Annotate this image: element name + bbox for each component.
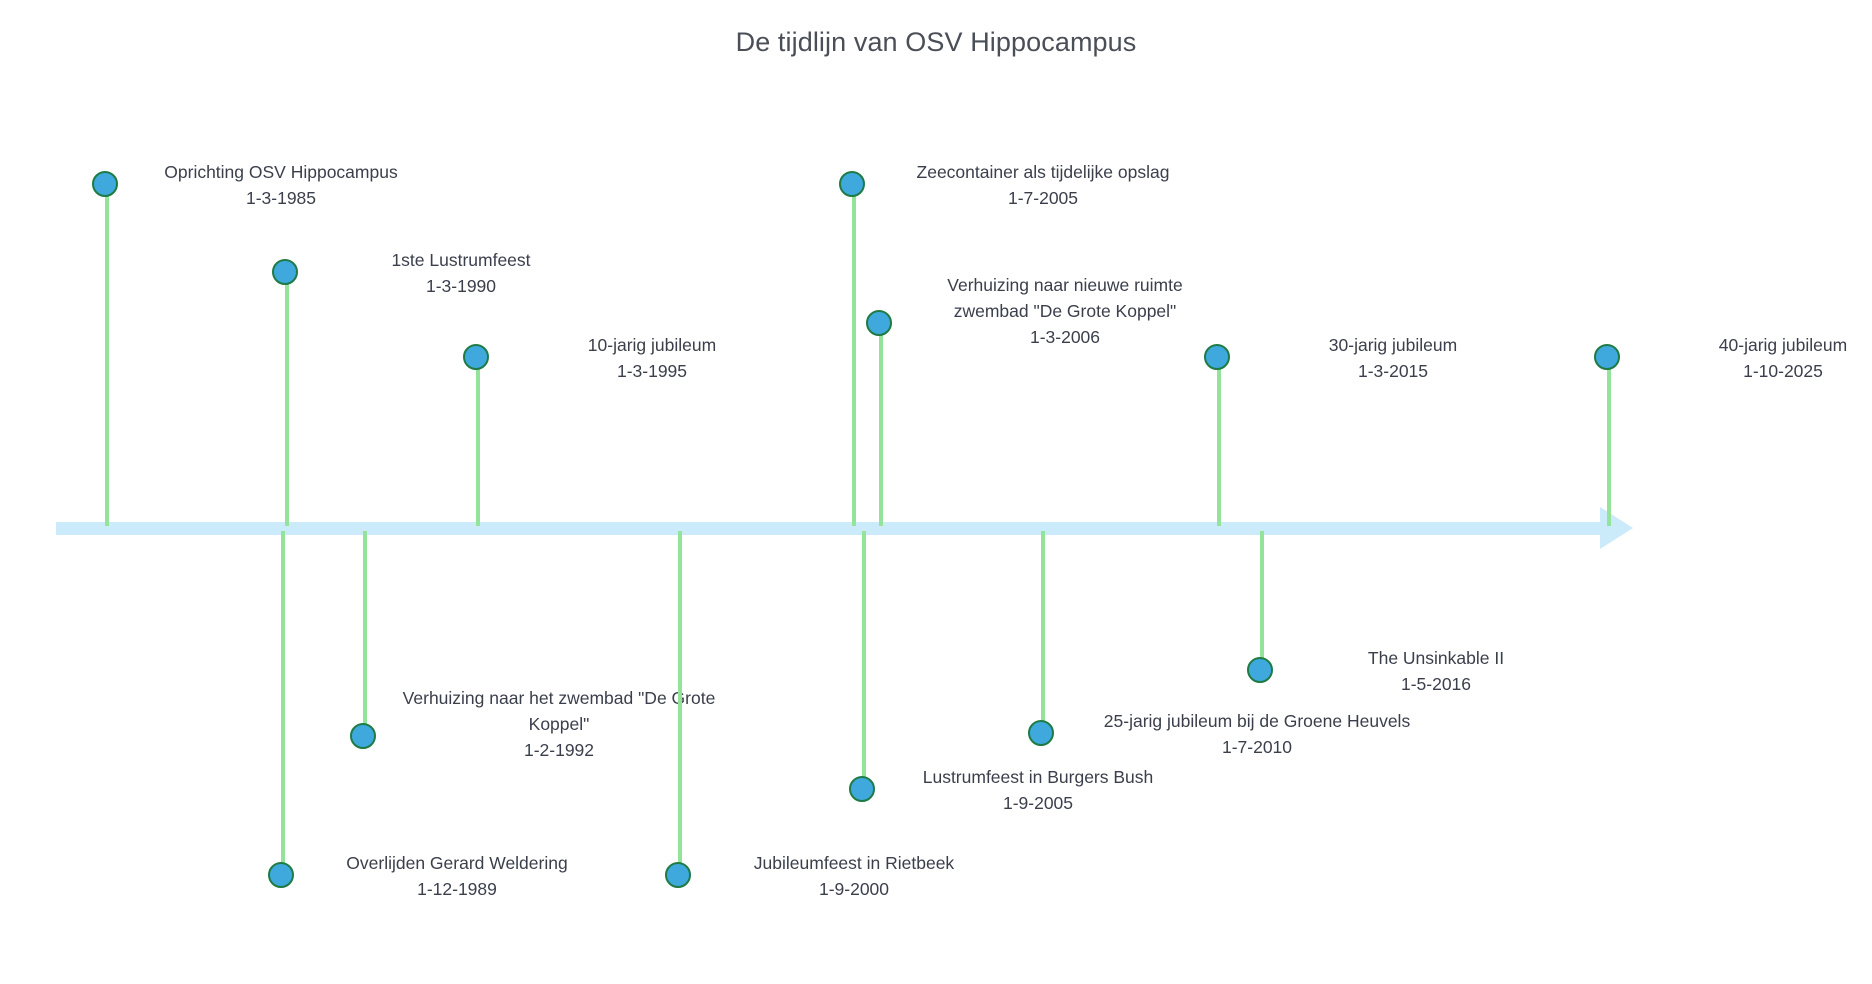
- event-stem: [281, 531, 285, 875]
- event-stem: [852, 184, 856, 526]
- event-date: 1-3-2015: [1357, 361, 1429, 381]
- event-date: 1-2-1992: [523, 740, 595, 760]
- event-title: 1ste Lustrumfeest: [391, 250, 531, 270]
- event-title: Verhuizing naar het zwembad "De Grote: [402, 688, 716, 708]
- event-title: The Unsinkable II: [1367, 648, 1505, 668]
- event-marker-dot-icon[interactable]: [268, 862, 294, 888]
- event-marker-dot-icon[interactable]: [463, 344, 489, 370]
- event-stem: [879, 323, 883, 526]
- event-marker-dot-icon[interactable]: [866, 310, 892, 336]
- event-title: 25-jarig jubileum bij de Groene Heuvels: [1103, 711, 1411, 731]
- event-stem: [1260, 531, 1264, 670]
- event-title: Lustrumfeest in Burgers Bush: [922, 767, 1154, 787]
- event-marker-dot-icon[interactable]: [1028, 720, 1054, 746]
- event-label: Overlijden Gerard Weldering 1-12-1989: [307, 850, 607, 902]
- event-date: 1-3-2006: [1029, 327, 1101, 347]
- event-marker-dot-icon[interactable]: [849, 776, 875, 802]
- event-stem: [678, 531, 682, 875]
- event-date: 1-3-1990: [425, 276, 497, 296]
- event-label: 10-jarig jubileum 1-3-1995: [502, 332, 802, 384]
- timeline-axis: [56, 522, 1611, 535]
- event-stem: [862, 531, 866, 789]
- chart-title: De tijdlijn van OSV Hippocampus: [735, 27, 1137, 57]
- event-marker-dot-icon[interactable]: [350, 723, 376, 749]
- event-title: zwembad "De Grote Koppel": [953, 301, 1177, 321]
- event-stem: [285, 272, 289, 526]
- event-title: Oprichting OSV Hippocampus: [164, 162, 398, 182]
- event-label: The Unsinkable II 1-5-2016: [1286, 645, 1586, 697]
- event-label: 25-jarig jubileum bij de Groene Heuvels 1…: [1067, 708, 1447, 760]
- event-date: 1-5-2016: [1400, 674, 1472, 694]
- event-title: Koppel": [528, 714, 590, 734]
- event-marker-dot-icon[interactable]: [1204, 344, 1230, 370]
- event-title: 40-jarig jubileum: [1718, 335, 1848, 355]
- event-marker-dot-icon[interactable]: [839, 171, 865, 197]
- event-label: 40-jarig jubileum 1-10-2025: [1633, 332, 1872, 384]
- event-title: Overlijden Gerard Weldering: [346, 853, 568, 873]
- event-stem: [476, 357, 480, 526]
- event-label: Oprichting OSV Hippocampus 1-3-1985: [131, 159, 431, 211]
- event-marker-dot-icon[interactable]: [665, 862, 691, 888]
- event-date: 1-7-2005: [1007, 188, 1079, 208]
- event-title: 30-jarig jubileum: [1328, 335, 1458, 355]
- event-title: 10-jarig jubileum: [587, 335, 717, 355]
- event-marker-dot-icon[interactable]: [1247, 657, 1273, 683]
- event-stem: [363, 531, 367, 736]
- event-date: 1-10-2025: [1743, 361, 1823, 381]
- event-date: 1-3-1985: [245, 188, 317, 208]
- event-label: Jubileumfeest in Rietbeek 1-9-2000: [704, 850, 1004, 902]
- event-title: Jubileumfeest in Rietbeek: [753, 853, 955, 873]
- event-stem: [1041, 531, 1045, 733]
- event-label: 1ste Lustrumfeest 1-3-1990: [311, 247, 611, 299]
- event-label: Lustrumfeest in Burgers Bush 1-9-2005: [888, 764, 1188, 816]
- timeline-axis-arrow-icon: [1600, 507, 1633, 549]
- event-marker-dot-icon[interactable]: [272, 259, 298, 285]
- event-label: Verhuizing naar nieuwe ruimte zwembad "De…: [905, 272, 1225, 350]
- event-marker-dot-icon[interactable]: [1594, 344, 1620, 370]
- event-date: 1-12-1989: [417, 879, 497, 899]
- event-title: Zeecontainer als tijdelijke opslag: [916, 162, 1170, 182]
- event-stem: [1607, 357, 1611, 526]
- event-marker-dot-icon[interactable]: [92, 171, 118, 197]
- event-label: 30-jarig jubileum 1-3-2015: [1243, 332, 1543, 384]
- event-date: 1-7-2010: [1221, 737, 1293, 757]
- event-date: 1-9-2000: [818, 879, 890, 899]
- event-title: Verhuizing naar nieuwe ruimte: [947, 275, 1183, 295]
- event-stem: [1217, 357, 1221, 526]
- event-label: Zeecontainer als tijdelijke opslag 1-7-20…: [878, 159, 1208, 211]
- event-date: 1-9-2005: [1002, 793, 1074, 813]
- event-stem: [105, 184, 109, 526]
- event-date: 1-3-1995: [616, 361, 688, 381]
